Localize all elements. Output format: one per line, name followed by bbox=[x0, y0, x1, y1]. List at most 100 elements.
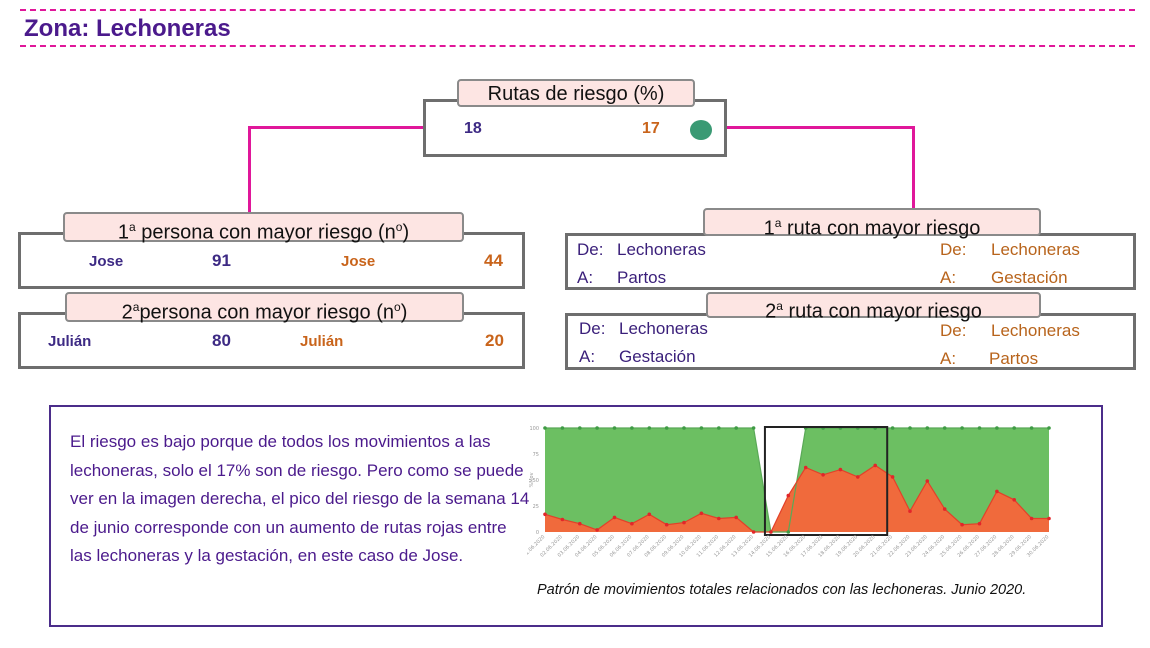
route1-left-to-label: A: bbox=[577, 268, 594, 287]
series-line-1 bbox=[545, 427, 1049, 533]
person2-name-left: Julián bbox=[48, 333, 92, 350]
y-tick-label: 0 bbox=[536, 530, 539, 536]
data-point bbox=[803, 465, 808, 470]
y-tick-label: 25 bbox=[533, 504, 539, 510]
risk-routes-value-right: 17 bbox=[642, 120, 660, 137]
data-point bbox=[821, 473, 825, 477]
person2-value-left: 80 bbox=[212, 331, 231, 350]
route1-left-from: Lechoneras bbox=[617, 240, 706, 259]
data-point bbox=[543, 512, 547, 517]
connector-right-vertical bbox=[912, 126, 915, 209]
y-tick-label: 100 bbox=[529, 426, 539, 432]
data-point bbox=[734, 426, 738, 430]
y-axis-label: %Mov bbox=[529, 472, 535, 487]
person1-label-end: ) bbox=[402, 221, 410, 244]
person2-name-right: Julián bbox=[300, 333, 344, 350]
highlight-box bbox=[763, 426, 889, 536]
person2-value-right: 20 bbox=[485, 331, 504, 350]
data-point bbox=[595, 528, 599, 532]
route2-label: 2a ruta con mayor riesgo bbox=[706, 292, 1041, 323]
risk-routes-box: 18 17 bbox=[423, 99, 727, 157]
data-point bbox=[995, 489, 999, 494]
data-point bbox=[838, 467, 843, 472]
risk-routes-value-left: 18 bbox=[464, 120, 482, 137]
route1-left-to: Partos bbox=[617, 268, 667, 287]
data-point bbox=[873, 463, 877, 468]
data-point bbox=[682, 426, 686, 430]
person1-label-ordinal: a bbox=[128, 220, 136, 234]
route1-right-to-label: A: bbox=[940, 268, 957, 287]
route2-label-number: 2 bbox=[765, 300, 777, 323]
data-point bbox=[734, 515, 738, 520]
summary-text: El riesgo es bajo porque de todos los mo… bbox=[70, 432, 530, 565]
data-point bbox=[1029, 426, 1034, 430]
data-point bbox=[543, 426, 547, 430]
risk-indicator-dot bbox=[690, 120, 712, 140]
route1-left-from-label: De: bbox=[577, 240, 604, 259]
header-divider-bottom bbox=[20, 45, 1135, 47]
data-point bbox=[925, 426, 930, 430]
series-line-2 bbox=[544, 464, 1049, 533]
person1-label-text: persona con mayor riesgo (n bbox=[135, 221, 396, 244]
person1-value-right: 44 bbox=[484, 251, 503, 270]
route1-right-from: Lechoneras bbox=[991, 240, 1080, 259]
person1-name-left: Jose bbox=[89, 253, 124, 270]
data-point bbox=[890, 475, 895, 479]
data-point bbox=[647, 512, 652, 517]
data-point bbox=[612, 426, 617, 430]
data-point bbox=[769, 530, 773, 534]
data-point bbox=[1012, 498, 1016, 502]
data-point bbox=[908, 509, 912, 513]
route1-box: De: Lechoneras A: Partos De: Lechoneras … bbox=[565, 233, 1136, 290]
route1-label-ordinal: a bbox=[774, 216, 782, 230]
person2-label-number: 2 bbox=[121, 301, 133, 324]
data-point bbox=[1012, 426, 1016, 430]
data-point bbox=[751, 426, 756, 430]
data-point bbox=[630, 521, 634, 526]
person1-label-degree: o bbox=[395, 220, 403, 234]
data-point bbox=[890, 426, 895, 430]
route2-left-to-label: A: bbox=[579, 347, 596, 366]
data-point bbox=[664, 426, 669, 430]
data-point bbox=[717, 516, 721, 521]
route2-left-to: Gestación bbox=[619, 347, 696, 366]
data-point bbox=[751, 530, 756, 534]
data-point bbox=[699, 426, 704, 430]
data-point bbox=[786, 493, 791, 498]
route2-left-from: Lechoneras bbox=[619, 319, 708, 338]
data-point bbox=[942, 426, 947, 430]
person2-label-end: ) bbox=[400, 301, 408, 324]
route1-label-number: 1 bbox=[763, 217, 775, 240]
data-point bbox=[647, 426, 652, 430]
route1-label: 1a ruta con mayor riesgo bbox=[703, 208, 1041, 240]
risk-routes-label: Rutas de riesgo (%) bbox=[457, 79, 695, 107]
data-point bbox=[630, 426, 634, 430]
person2-label-ordinal: a bbox=[132, 300, 140, 314]
data-point bbox=[682, 520, 686, 525]
connector-left-horizontal bbox=[248, 126, 426, 129]
page-title: Zona: Lechoneras bbox=[24, 15, 231, 42]
person1-label: 1a persona con mayor riesgo (no) bbox=[63, 212, 464, 244]
data-point bbox=[699, 511, 704, 516]
route2-left-from-label: De: bbox=[579, 319, 606, 338]
data-point bbox=[1047, 516, 1051, 521]
route2-right-from-label: De: bbox=[940, 321, 967, 340]
data-point bbox=[925, 479, 930, 483]
route2-label-text: ruta con mayor riesgo bbox=[782, 300, 982, 323]
person1-value-left: 91 bbox=[212, 251, 231, 270]
connector-left-vertical bbox=[248, 126, 251, 212]
data-point bbox=[942, 507, 947, 511]
data-point bbox=[1029, 516, 1034, 521]
data-point bbox=[612, 515, 617, 520]
route1-right-from-label: De: bbox=[940, 240, 967, 259]
data-point bbox=[578, 426, 582, 430]
data-point bbox=[977, 426, 982, 430]
data-point bbox=[595, 426, 599, 430]
header-divider-top bbox=[20, 9, 1135, 11]
data-point bbox=[578, 521, 582, 526]
route2-right-from: Lechoneras bbox=[991, 321, 1080, 340]
person1-name-right: Jose bbox=[341, 253, 376, 270]
y-tick-label: 50 bbox=[533, 478, 539, 484]
route1-right-to: Gestación bbox=[991, 268, 1068, 287]
movement-chart: 0255075100%Mov01.06.202002.06.202003.06.… bbox=[527, 426, 1051, 559]
